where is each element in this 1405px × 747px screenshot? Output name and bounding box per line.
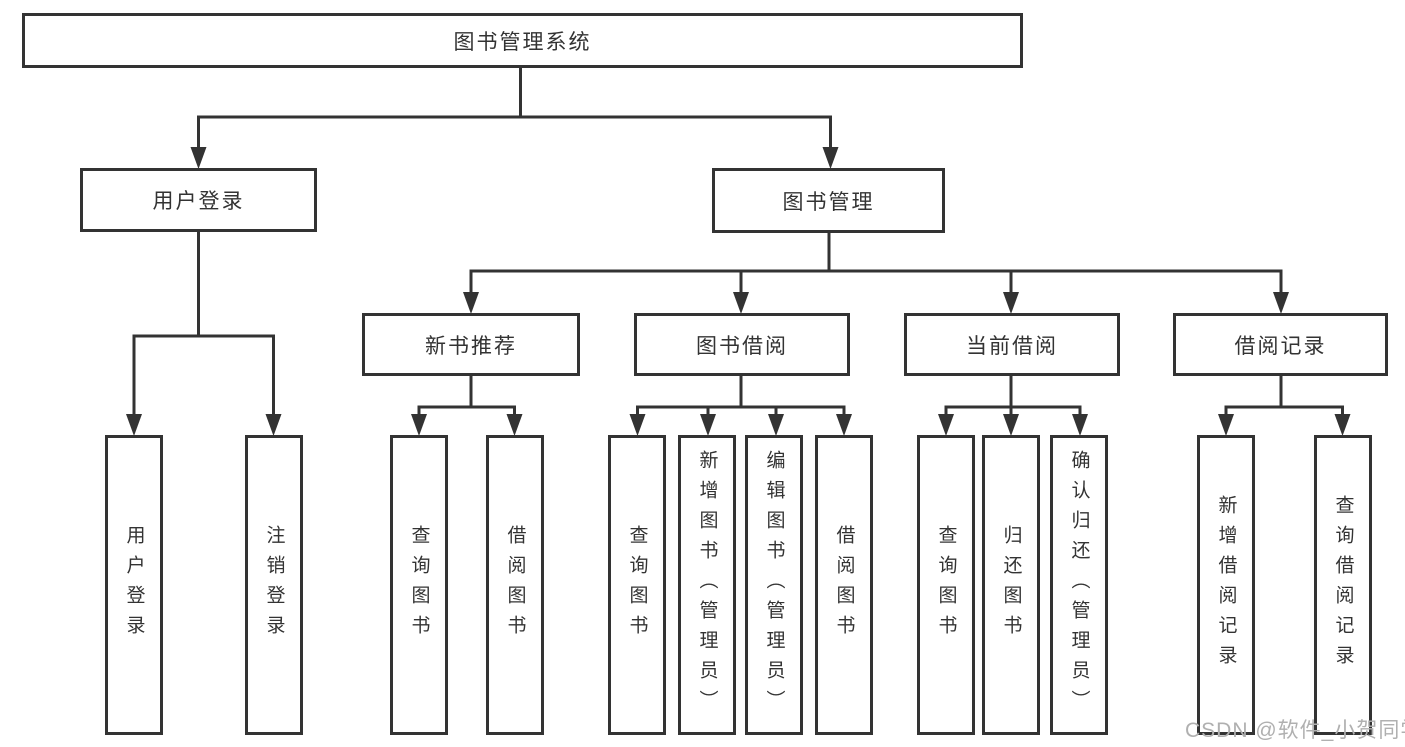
node-label: 确认归还（管理员） <box>1068 450 1090 720</box>
node-label: 用户登录 <box>123 525 145 645</box>
node-label: 图书管理 <box>782 190 875 214</box>
leaf-query-books-borrow: 查询图书 <box>608 435 666 735</box>
node-label: 新增借阅记录 <box>1215 495 1237 675</box>
node-borrowing-records: 借阅记录 <box>1173 313 1388 376</box>
node-label: 当前借阅 <box>966 334 1058 358</box>
node-label: 图书管理系统 <box>453 30 592 54</box>
node-new-book-recommendation: 新书推荐 <box>362 313 580 376</box>
csdn-watermark: CSDN @软件_小贺同学 <box>1185 719 1405 742</box>
leaf-borrow-books: 借阅图书 <box>815 435 873 735</box>
leaf-edit-books-admin: 编辑图书（管理员） <box>745 435 803 735</box>
node-label: 用户登录 <box>152 190 245 213</box>
node-label: 注销登录 <box>263 525 285 645</box>
node-label: 新书推荐 <box>425 334 517 358</box>
leaf-query-borrow-record: 查询借阅记录 <box>1314 435 1372 735</box>
node-user-login: 用户登录 <box>80 168 317 232</box>
leaf-confirm-return-admin: 确认归还（管理员） <box>1050 435 1108 735</box>
leaf-user-login: 用户登录 <box>105 435 163 735</box>
arrowheads <box>126 147 1351 436</box>
node-library-management-system: 图书管理系统 <box>22 13 1023 68</box>
leaf-add-borrow-record: 新增借阅记录 <box>1197 435 1255 735</box>
leaf-query-books-current: 查询图书 <box>917 435 975 735</box>
leaf-logout: 注销登录 <box>245 435 303 735</box>
leaf-return-books: 归还图书 <box>982 435 1040 735</box>
leaf-query-books-recommend: 查询图书 <box>390 435 448 735</box>
node-label: 查询图书 <box>935 525 957 645</box>
node-label: 编辑图书（管理员） <box>763 450 785 720</box>
node-label: 查询图书 <box>626 525 648 645</box>
node-label: 归还图书 <box>1000 525 1022 645</box>
node-label: 借阅图书 <box>833 525 855 645</box>
node-label: 图书借阅 <box>696 334 788 358</box>
node-label: 查询图书 <box>408 525 430 645</box>
node-label: 借阅图书 <box>504 525 526 645</box>
leaf-add-books-admin: 新增图书（管理员） <box>678 435 736 735</box>
leaf-borrow-books-recommend: 借阅图书 <box>486 435 544 735</box>
node-book-management: 图书管理 <box>712 168 945 233</box>
node-label: 查询借阅记录 <box>1332 495 1354 675</box>
node-book-borrowing: 图书借阅 <box>634 313 850 376</box>
node-label: 新增图书（管理员） <box>696 450 718 720</box>
node-label: 借阅记录 <box>1234 334 1327 358</box>
node-current-borrowing: 当前借阅 <box>904 313 1120 376</box>
